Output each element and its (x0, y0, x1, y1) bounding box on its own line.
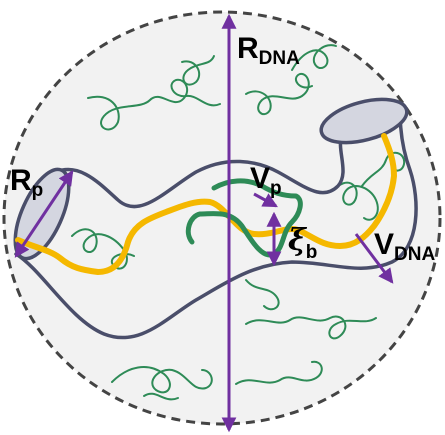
diagram-stage: RDNA Rp Vp ξb VDNA (0, 0, 445, 435)
nucleoid-diagram: RDNA Rp Vp ξb VDNA (0, 0, 445, 435)
